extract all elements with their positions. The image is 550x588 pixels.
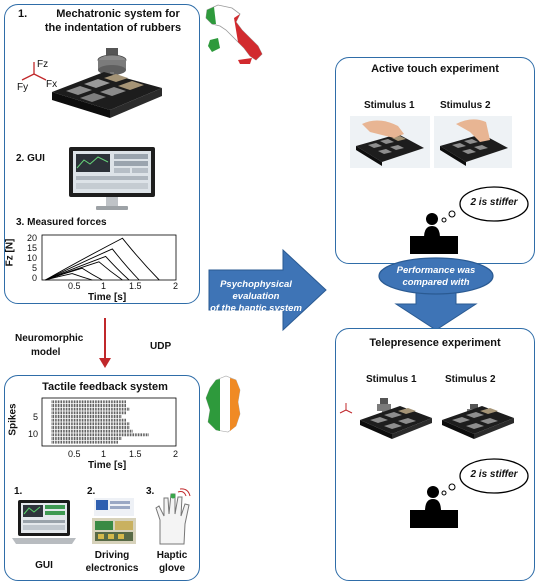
haptic-glove-icon [150,488,196,548]
step1-number: 1. [18,8,28,20]
tele-thought-text: 2 is stiffer [470,469,518,480]
big-arrow-line3: of the haptic system [210,303,302,314]
force-xtick-0-5: 0.5 [68,281,81,291]
spike-chart-xlabel: Time [s] [88,460,127,471]
step1-title-line2: the indentation of rubbers [44,22,182,34]
force-xtick-2: 2 [173,281,179,291]
spike-xtick-0-5: 0.5 [68,449,81,459]
udp-label: UDP [150,341,172,352]
active-thought-text: 2 is stiffer [470,197,518,208]
active-touch-panel [335,57,535,264]
item1-label: GUI [35,560,53,571]
big-arrow-line2: evaluation [232,291,280,302]
step1-title-line1: Mechatronic system for [56,8,180,20]
active-touch-title: Active touch experiment [371,63,499,75]
tele-stimulus2-label: Stimulus 2 [445,374,496,385]
force-chart-xlabel: Time [s] [88,292,127,303]
force-chart-ylabel: Fz [N] [4,238,16,267]
active-stimulus1-label: Stimulus 1 [364,100,415,111]
item2-label-line1: Driving [94,550,130,561]
big-arrow-line1: Psychophysical [220,279,292,290]
spike-xtick-1: 1 [101,449,107,459]
item3-number: 3. [146,486,155,497]
active-stimulus2-label: Stimulus 2 [440,100,491,111]
ellipse-line1: Performance was [396,265,476,276]
force-ytick-15: 15 [27,243,38,253]
force-xtick-1: 1 [101,281,107,291]
step3-label: 3. Measured forces [16,217,107,228]
axis-fz-label: Fz [37,59,49,70]
axis-fx-label: Fx [46,79,58,90]
item2-number: 2. [87,486,96,497]
item2-label-line2: electronics [85,563,139,574]
telepresence-panel [335,328,535,581]
force-ytick-20: 20 [27,233,38,243]
force-axes-icon [14,58,54,92]
driving-electronics-icon [88,496,140,546]
tele-stimulus1-label: Stimulus 1 [366,374,417,385]
gui-monitor-icon [68,146,156,212]
ellipse-line2: compared with [402,277,470,288]
force-ytick-10: 10 [27,253,38,263]
laptop-gui-icon [10,498,78,548]
telepresence-title: Telepresence experiment [369,337,501,349]
force-ytick-0: 0 [32,273,38,283]
neuromorphic-label-line2: model [31,347,61,358]
step2-label: 2. GUI [16,153,45,164]
neuromorphic-label-line1: Neuromorphic [15,333,84,344]
spike-xtick-2: 2 [173,449,179,459]
spike-chart-ylabel: Spikes [7,403,19,436]
spike-xtick-1-5: 1.5 [129,449,142,459]
item1-number: 1. [14,486,23,497]
axis-fy-label: Fy [17,82,29,93]
item3-label-line2: glove [158,563,186,574]
item3-label-line1: Haptic [156,550,188,561]
tactile-panel-title: Tactile feedback system [42,381,168,393]
spike-ytick-10: 10 [28,429,39,439]
spike-ytick-5: 5 [33,412,39,422]
force-ytick-5: 5 [32,263,38,273]
force-xtick-1-5: 1.5 [129,281,142,291]
